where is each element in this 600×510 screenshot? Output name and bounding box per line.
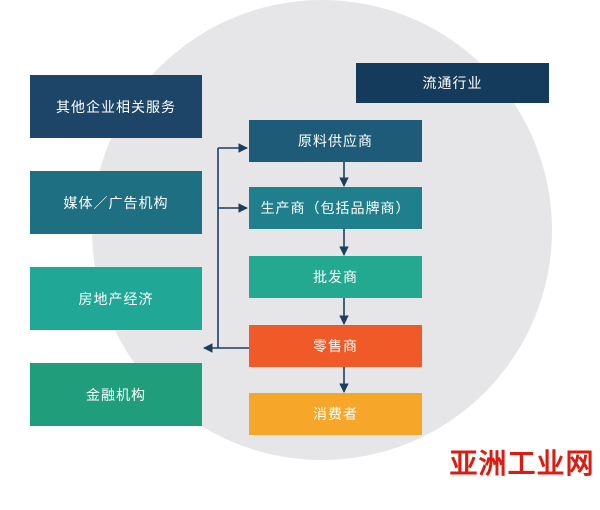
- chain-label: 消费者: [313, 407, 358, 423]
- service-label: 媒体／广告机构: [63, 195, 169, 212]
- chain-label: 零售商: [313, 339, 358, 355]
- service-label: 房地产经济: [78, 291, 154, 308]
- service-label: 金融机构: [86, 387, 146, 404]
- service-label: 其他企业相关服务: [56, 99, 176, 116]
- service-box-media-advertising: 媒体／广告机构: [30, 171, 202, 234]
- chain-box-wholesaler: 批发商: [249, 256, 422, 298]
- chain-box-retailer: 零售商: [249, 325, 422, 367]
- service-box-finance: 金融机构: [30, 363, 202, 426]
- chain-box-raw-material-supplier: 原料供应商: [249, 120, 422, 162]
- chain-label: 生产商（包括品牌商）: [260, 201, 411, 217]
- chain-box-manufacturer: 生产商（包括品牌商）: [249, 187, 422, 229]
- industry-label: 流通行业: [356, 63, 549, 103]
- watermark-logo: 亚洲工业网: [446, 440, 598, 484]
- chain-label: 批发商: [313, 270, 358, 286]
- watermark-text: 亚洲工业网: [449, 447, 595, 480]
- service-box-other-enterprise: 其他企业相关服务: [30, 75, 202, 138]
- industry-label-text: 流通行业: [422, 76, 483, 92]
- service-box-real-estate: 房地产经济: [30, 267, 202, 330]
- chain-label: 原料供应商: [298, 134, 373, 150]
- chain-box-consumer: 消费者: [249, 393, 422, 435]
